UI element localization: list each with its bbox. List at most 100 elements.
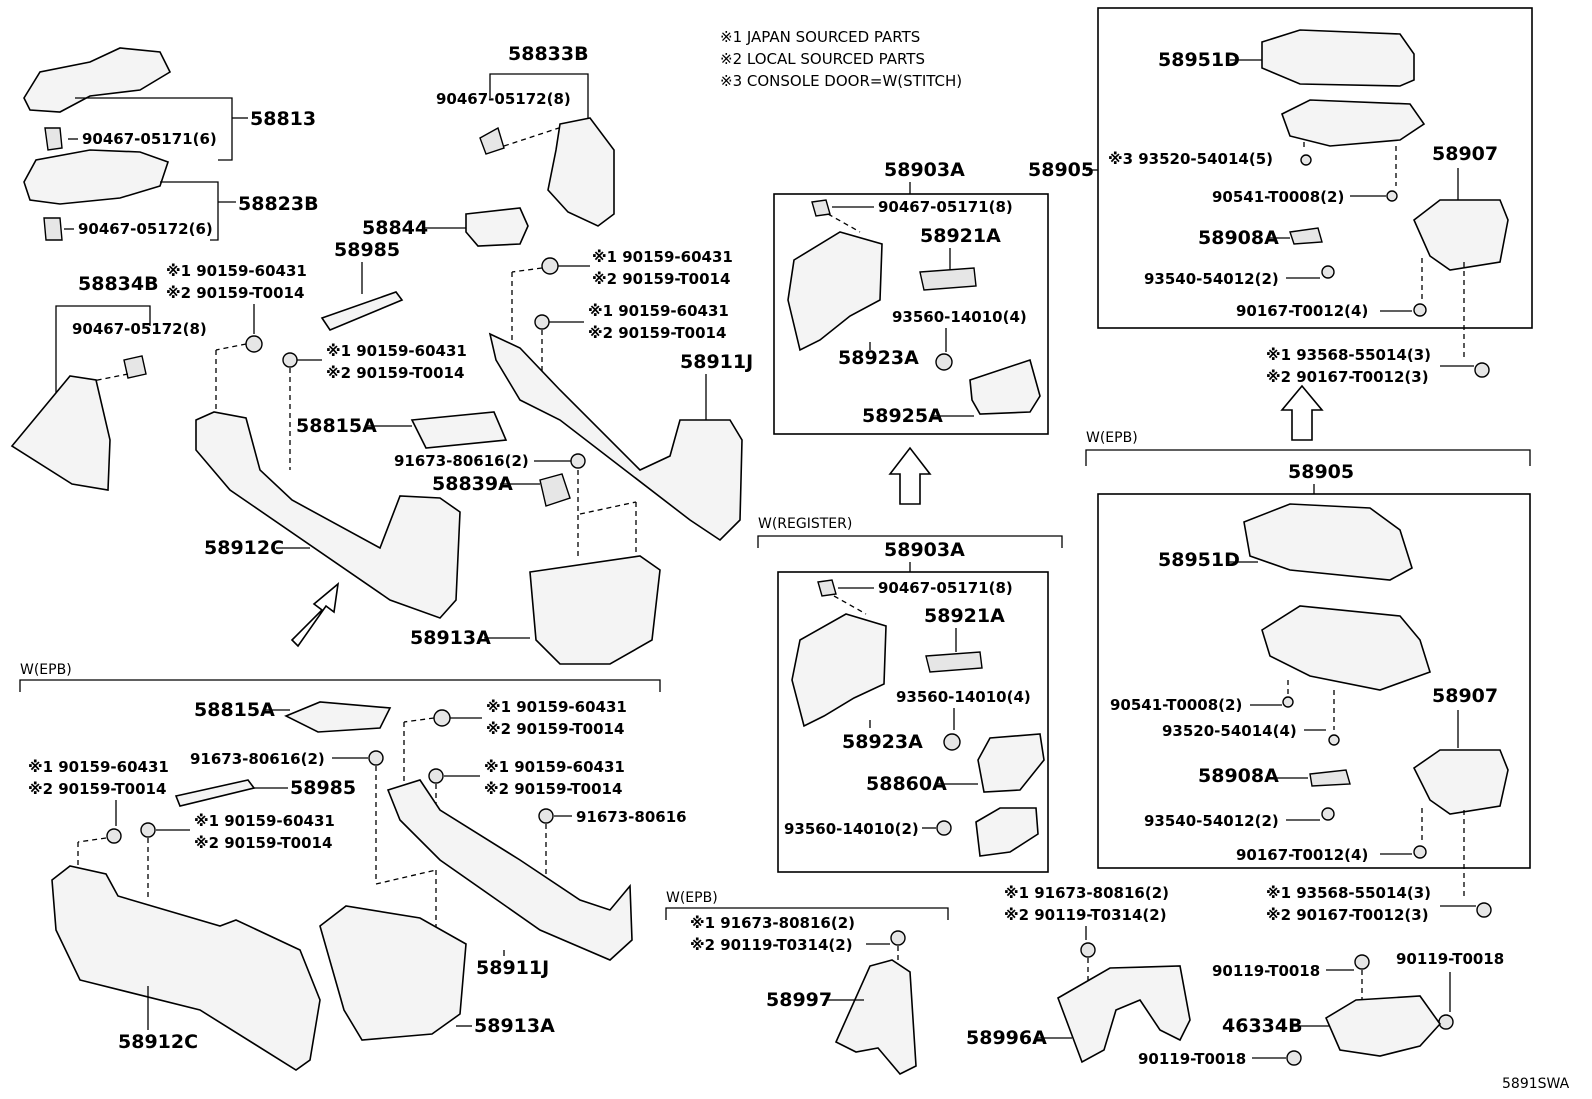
label-58985a: 58985: [334, 239, 400, 261]
clip-90467-05172[interactable]: [43, 217, 63, 241]
part-58912C-drawing[interactable]: [51, 865, 321, 1071]
screw-icon[interactable]: [1386, 190, 1398, 202]
screw-icon[interactable]: [935, 353, 953, 371]
label-58839A: 58839A: [432, 473, 513, 495]
label-n1-60431-b: ※1 90159-60431: [326, 342, 467, 360]
group-58997: W(EPB) ※1 91673-80816(2) ※2 90119-T0314(…: [665, 890, 949, 1075]
legend-notes: ※1 JAPAN SOURCED PARTS ※2 LOCAL SOURCED …: [720, 28, 962, 90]
screw-icon[interactable]: [1474, 362, 1490, 378]
part-58912C-drawing[interactable]: [195, 411, 461, 619]
screw-icon[interactable]: [1282, 696, 1294, 708]
label-93560-14010-4a: 93560-14010(4): [892, 308, 1027, 326]
label-58903A-a: 58903A: [884, 159, 965, 181]
group-bottom-left-epb: W(EPB) 58815A ※1 90159-60431 ※2 90159-T0…: [19, 662, 687, 1071]
part-58985-drawing[interactable]: [320, 291, 404, 331]
screw-icon[interactable]: [890, 930, 906, 946]
part-58921A-drawing[interactable]: [925, 651, 983, 673]
screw-icon[interactable]: [1321, 265, 1335, 279]
part-58921A-drawing[interactable]: [919, 267, 977, 291]
part-58985-drawing[interactable]: [174, 779, 256, 807]
part-58815A-drawing[interactable]: [284, 701, 392, 733]
part-58923A-drawing[interactable]: [787, 231, 883, 352]
label-58912C-a: 58912C: [204, 537, 284, 559]
part-46334B-drawing[interactable]: [1324, 995, 1442, 1057]
label-58860A: 58860A: [866, 773, 947, 795]
part-58951D-drawing[interactable]: [1261, 29, 1415, 87]
part-58951D-drawing[interactable]: [1243, 503, 1413, 581]
clip-90467-05171[interactable]: [811, 199, 831, 217]
screw-icon[interactable]: [245, 335, 263, 353]
screw-icon[interactable]: [943, 733, 961, 751]
label-93540-54012-2b: 93540-54012(2): [1144, 812, 1279, 830]
part-58905-frame-drawing[interactable]: [1281, 99, 1426, 147]
part-58844-drawing[interactable]: [465, 207, 529, 247]
part-58907-drawing[interactable]: [1413, 199, 1509, 271]
screw-icon[interactable]: [1413, 303, 1427, 317]
label-93520-54014-4: 93520-54014(4): [1162, 722, 1297, 740]
part-58923A-drawing[interactable]: [791, 613, 887, 728]
label-93560-14010-4b: 93560-14010(4): [896, 688, 1031, 706]
group-58903A-top: 58903A 90467-05171(8) 58921A 93560-14010…: [773, 159, 1049, 505]
part-58839A-drawing[interactable]: [539, 473, 571, 507]
screw-icon[interactable]: [433, 709, 451, 727]
label-58923A-a: 58923A: [838, 347, 919, 369]
label-n1-91673-80816-a: ※1 91673-80816(2): [690, 914, 855, 932]
part-58911J-drawing[interactable]: [488, 332, 743, 542]
label-n3-93520-5: ※3 93520-54014(5): [1108, 150, 1273, 168]
screw-icon[interactable]: [428, 768, 444, 784]
screw-icon[interactable]: [541, 257, 559, 275]
screw-icon[interactable]: [1328, 734, 1340, 746]
screw-icon[interactable]: [1354, 954, 1370, 970]
screw-icon[interactable]: [282, 352, 298, 368]
label-58815A-a: 58815A: [296, 415, 377, 437]
label-90541-T0008-2b: 90541-T0008(2): [1110, 696, 1242, 714]
label-90467-05172-8a: 90467-05172(8): [436, 90, 571, 108]
clip-90467-05172-8b[interactable]: [123, 355, 147, 379]
box-58903A-register: [777, 571, 1049, 873]
label-58903A-b: 58903A: [884, 539, 965, 561]
screw-icon[interactable]: [1413, 845, 1427, 859]
note-3: ※3 CONSOLE DOOR=W(STITCH): [720, 72, 962, 90]
screw-icon[interactable]: [570, 453, 586, 469]
part-58860A-lower-drawing[interactable]: [975, 807, 1039, 857]
part-58913A-drawing[interactable]: [319, 905, 467, 1041]
part-58905-frame-drawing[interactable]: [1261, 605, 1431, 691]
part-58996A-drawing[interactable]: [1057, 965, 1191, 1064]
screw-icon[interactable]: [140, 822, 156, 838]
part-58908A-drawing[interactable]: [1309, 769, 1351, 787]
diagram-code: 5891SWA: [1502, 1076, 1570, 1092]
clip-90467-05171[interactable]: [817, 579, 837, 597]
part-58823B-drawing[interactable]: [23, 149, 170, 205]
part-58833B-drawing[interactable]: [547, 117, 615, 227]
screw-icon[interactable]: [1286, 1050, 1302, 1066]
screw-icon[interactable]: [1476, 902, 1492, 918]
clip-90467-05172-8a[interactable]: [479, 126, 505, 155]
screw-icon[interactable]: [106, 828, 122, 844]
screw-icon[interactable]: [1080, 942, 1096, 958]
part-58860A-drawing[interactable]: [977, 733, 1045, 793]
screw-icon[interactable]: [538, 808, 554, 824]
part-58908A-drawing[interactable]: [1289, 227, 1323, 245]
label-n2-90167-a: ※2 90167-T0012(3): [1266, 368, 1429, 386]
clip-90467-05171[interactable]: [44, 127, 63, 151]
direction-arrow-icon: [290, 582, 340, 648]
screw-icon[interactable]: [534, 314, 550, 330]
label-n2-T0014-f: ※2 90159-T0014: [484, 780, 622, 798]
part-58907-drawing[interactable]: [1412, 749, 1509, 815]
screw-icon[interactable]: [1321, 807, 1335, 821]
part-58925A-drawing[interactable]: [969, 358, 1041, 415]
section-w-register: W(REGISTER): [758, 516, 852, 532]
part-58997-drawing[interactable]: [834, 959, 917, 1075]
part-58911J-drawing[interactable]: [386, 779, 633, 961]
label-58908A-b: 58908A: [1198, 765, 1279, 787]
screw-icon[interactable]: [1438, 1014, 1454, 1030]
screw-icon[interactable]: [1300, 154, 1312, 166]
screw-icon[interactable]: [368, 750, 384, 766]
part-58815A-drawing[interactable]: [410, 411, 508, 449]
part-58913A-drawing[interactable]: [529, 555, 661, 665]
screw-icon[interactable]: [936, 820, 952, 836]
label-90119-T0018-b: 90119-T0018: [1396, 950, 1504, 968]
label-58908A-a: 58908A: [1198, 227, 1279, 249]
part-58813-drawing[interactable]: [23, 47, 172, 113]
part-58834B-drawing[interactable]: [10, 375, 111, 491]
